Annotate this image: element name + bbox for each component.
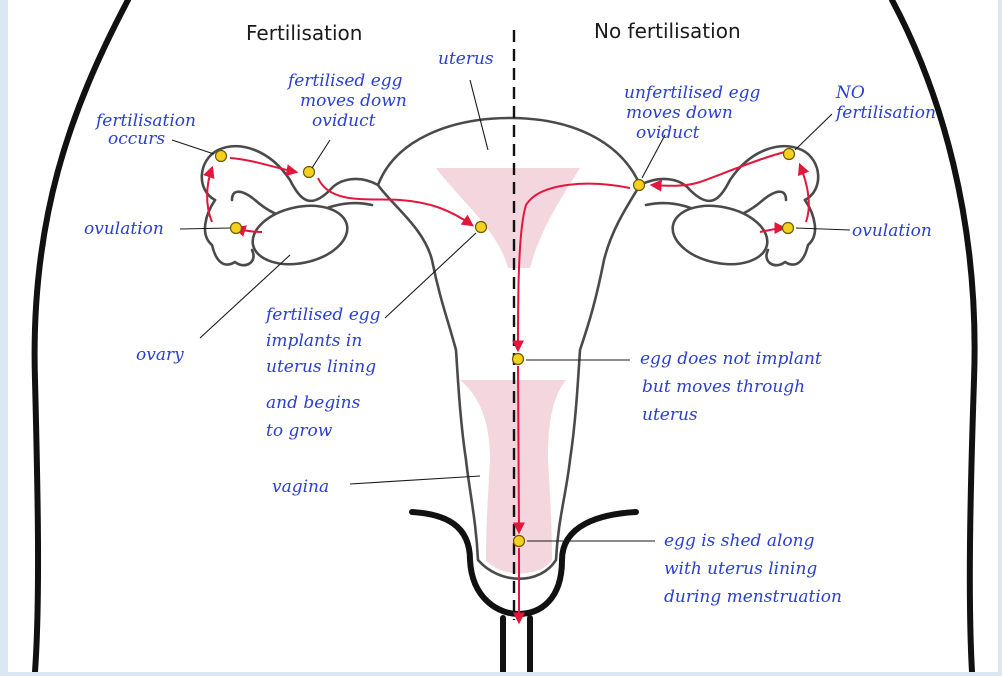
label-egg-shed-2: with uterus lining [664, 559, 817, 579]
label-unfertilised-egg-1: unfertilised egg [624, 83, 761, 103]
egg-ovulation-right [783, 223, 794, 234]
label-not-implant-3: uterus [642, 405, 698, 425]
label-implants-1: fertilised egg [264, 305, 381, 325]
heading-no-fertilisation: No fertilisation [594, 19, 741, 43]
label-fertilised-egg-moves-2: moves down [300, 91, 407, 111]
label-no-fertilisation-2: fertilisation [834, 103, 936, 123]
egg-implanted [476, 222, 487, 233]
egg-in-oviduct-right [634, 180, 645, 191]
label-implants-3: uterus lining [266, 357, 376, 377]
egg-no-fertilisation-right [784, 149, 795, 160]
label-ovulation-right: ovulation [852, 221, 932, 241]
label-fertilised-egg-moves-3: oviduct [312, 111, 376, 131]
heading-fertilisation: Fertilisation [246, 21, 362, 45]
label-implants-4: and begins [266, 393, 361, 413]
label-unfertilised-egg-3: oviduct [636, 123, 700, 143]
label-fertilisation-occurs-1: fertilisation [94, 111, 196, 131]
label-vagina: vagina [272, 477, 329, 497]
label-fertilisation-occurs-2: occurs [108, 129, 165, 149]
label-uterus: uterus [438, 49, 494, 69]
label-egg-shed-3: during menstruation [664, 587, 842, 607]
egg-shed [514, 536, 525, 547]
label-no-fertilisation-1: NO [835, 83, 865, 103]
egg-ovulation-left [231, 223, 242, 234]
label-not-implant-1: egg does not implant [640, 349, 822, 369]
egg-in-oviduct-left [304, 167, 315, 178]
label-implants-2: implants in [266, 331, 362, 351]
egg-passing-uterus [513, 354, 524, 365]
egg-path-through-uterus [518, 366, 519, 532]
label-unfertilised-egg-2: moves down [626, 103, 733, 123]
label-egg-shed-1: egg is shed along [664, 531, 815, 551]
egg-fertilisation-site-left [216, 151, 227, 162]
label-implants-5: to grow [266, 421, 333, 441]
label-ovulation-left: ovulation [84, 219, 164, 239]
label-not-implant-2: but moves through [642, 377, 805, 397]
label-fertilised-egg-moves-1: fertilised egg [286, 71, 403, 91]
label-ovary: ovary [136, 345, 184, 365]
